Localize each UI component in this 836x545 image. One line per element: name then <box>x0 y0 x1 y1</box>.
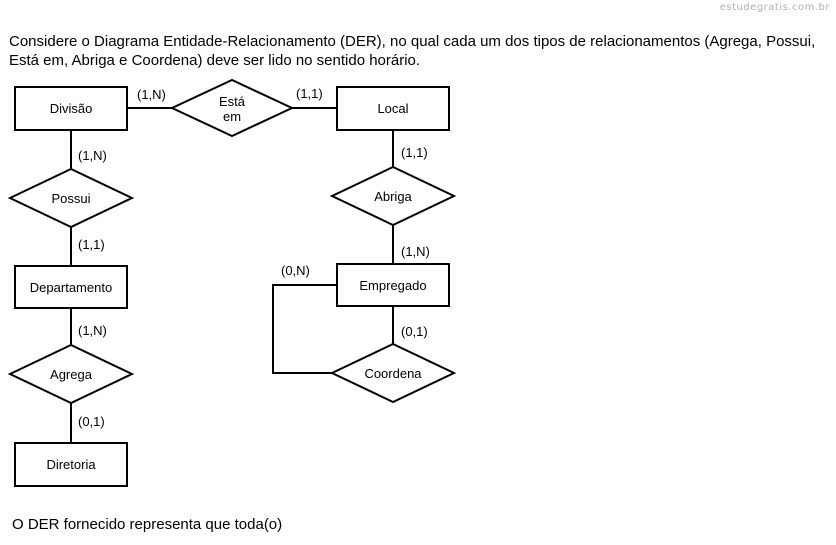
cardinality-divisao-possui: (1,N) <box>78 148 107 163</box>
relationship-coordena: Coordena <box>329 342 457 404</box>
relationship-esta-em: Está em <box>169 78 295 138</box>
entity-diretoria-label: Diretoria <box>46 457 96 472</box>
line-coordena-loop <box>272 284 337 374</box>
cardinality-local-esta-em: (1,1) <box>296 86 323 101</box>
cardinality-empregado-coordena-loop: (0,N) <box>281 263 310 278</box>
relationship-possui: Possui <box>7 167 135 229</box>
relationship-coordena-label: Coordena <box>364 366 422 381</box>
entity-divisao-label: Divisão <box>50 101 93 116</box>
cardinality-local-abriga: (1,1) <box>401 145 428 160</box>
entity-diretoria: Diretoria <box>14 442 128 487</box>
question-text: Considere o Diagrama Entidade-Relacionam… <box>9 33 816 69</box>
relationship-esta-em-label-line1: Está <box>219 94 246 109</box>
entity-empregado: Empregado <box>336 263 450 307</box>
watermark: estudegratis.com.br <box>719 2 830 13</box>
cardinality-divisao-esta-em: (1,N) <box>137 87 166 102</box>
relationship-agrega-label: Agrega <box>50 367 93 382</box>
relationship-abriga-label: Abriga <box>374 189 412 204</box>
cardinality-departamento-possui: (1,1) <box>78 237 105 252</box>
relationship-esta-em-label-line2: em <box>223 109 241 124</box>
entity-departamento: Departamento <box>14 265 128 309</box>
entity-local-label: Local <box>377 101 408 116</box>
footer-prompt: O DER fornecido representa que toda(o) <box>12 516 283 533</box>
relationship-abriga: Abriga <box>329 165 457 227</box>
cardinality-labels: (1,N) (1,1) (1,N) (1,1) (1,1) (1,N) (0,N… <box>78 86 430 429</box>
cardinality-diretoria-agrega: (0,1) <box>78 414 105 429</box>
cardinality-empregado-abriga: (1,N) <box>401 244 430 259</box>
entity-departamento-label: Departamento <box>30 280 112 295</box>
cardinality-departamento-agrega: (1,N) <box>78 323 107 338</box>
entity-divisao: Divisão <box>14 86 128 131</box>
cardinality-empregado-coordena: (0,1) <box>401 324 428 339</box>
relationship-agrega: Agrega <box>7 343 135 405</box>
entity-empregado-label: Empregado <box>359 278 426 293</box>
entity-local: Local <box>336 86 450 131</box>
relationship-possui-label: Possui <box>51 191 90 206</box>
